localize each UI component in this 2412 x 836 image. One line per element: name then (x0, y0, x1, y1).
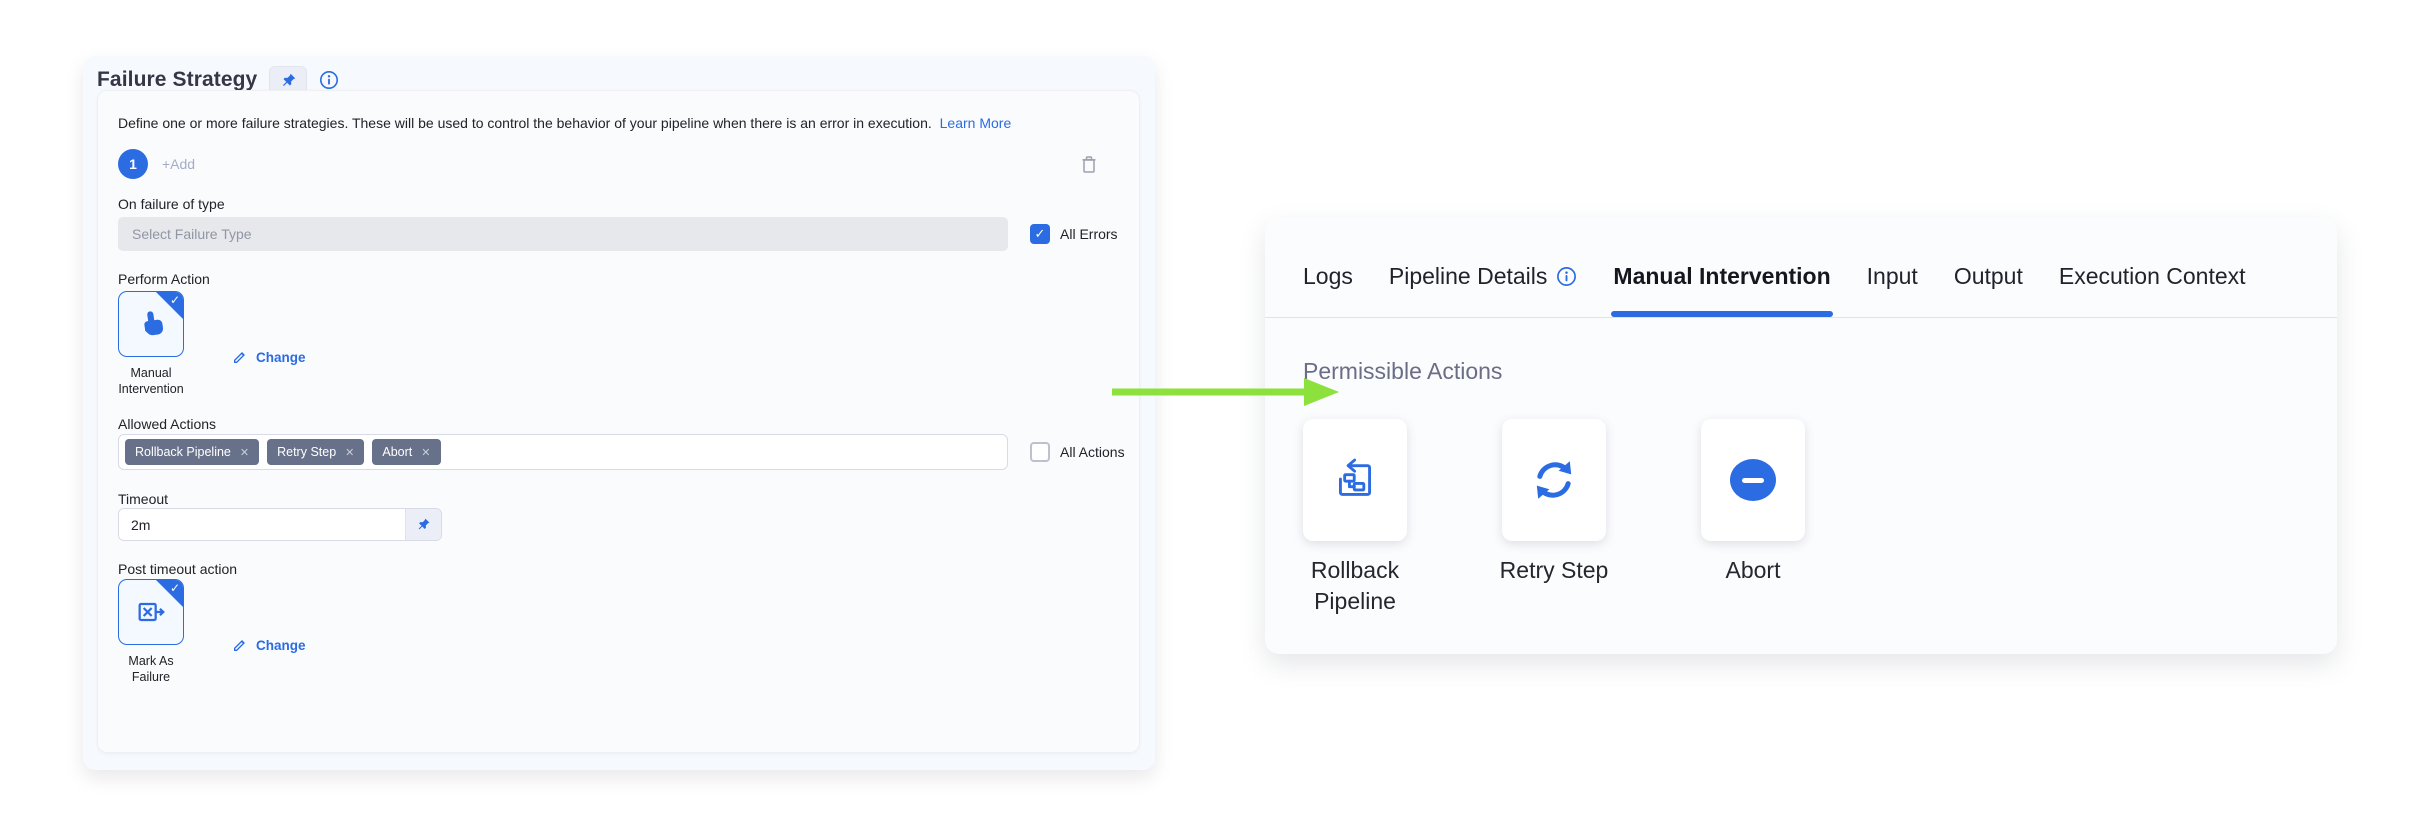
manual-intervention-content: Permissible Actions Rollback Pipeline (1265, 318, 2337, 617)
retry-step-button[interactable] (1502, 419, 1606, 541)
selected-check-icon: ✓ (169, 581, 180, 595)
failure-type-select[interactable] (118, 217, 1008, 251)
change-perform-action-link[interactable]: Change (232, 317, 306, 397)
remove-tag-icon[interactable]: ✕ (421, 446, 431, 459)
all-errors-label: All Errors (1060, 226, 1118, 242)
pushpin-icon (282, 73, 296, 86)
learn-more-link[interactable]: Learn More (939, 115, 1012, 131)
action-retry-step: Retry Step (1500, 419, 1608, 617)
failure-strategy-card: Define one or more failure strategies. T… (97, 90, 1140, 753)
tab-input[interactable]: Input (1866, 263, 1918, 289)
timeout-pin-button[interactable] (405, 509, 441, 540)
abort-icon (1730, 459, 1776, 501)
retry-icon (1536, 461, 1572, 499)
post-timeout-action-label: Post timeout action (118, 561, 238, 577)
failure-strategy-panel: Failure Strategy Define one or more fail… (83, 56, 1155, 770)
strategy-description: Define one or more failure strategies. T… (118, 115, 1012, 131)
pushpin-icon (418, 518, 430, 530)
abort-button[interactable] (1701, 419, 1805, 541)
mark-as-failure-thumbnail[interactable]: ✓ (118, 579, 184, 645)
timeout-label: Timeout (118, 491, 169, 507)
tab-pipeline-details[interactable]: Pipeline Details (1389, 263, 1578, 317)
manual-intervention-thumbnail[interactable]: ✓ (118, 291, 184, 357)
rollback-pipeline-button[interactable] (1303, 419, 1407, 541)
rollback-pipeline-icon (1338, 458, 1372, 496)
strategy-number-badge[interactable]: 1 (118, 149, 148, 179)
all-actions-checkbox[interactable]: ✓ (1030, 442, 1050, 462)
action-abort: Abort (1701, 419, 1805, 617)
tag-abort: Abort ✕ (372, 439, 441, 465)
remove-tag-icon[interactable]: ✕ (345, 446, 355, 459)
tab-execution-context[interactable]: Execution Context (2058, 263, 2246, 289)
tab-bar: Logs Pipeline Details Manual Interventio… (1265, 218, 2337, 318)
green-arrow (1112, 378, 1339, 406)
action-label: Retry Step (1499, 557, 1609, 583)
all-errors-checkbox[interactable]: ✓ (1030, 224, 1050, 244)
perform-action-selected-label: Manual Intervention (118, 366, 184, 396)
selected-corner-badge (156, 580, 183, 607)
strategy-tabs-row: 1 +Add (118, 149, 195, 179)
tab-output[interactable]: Output (1953, 263, 2023, 289)
selected-corner-badge (156, 292, 183, 319)
action-label: Abort (1725, 557, 1781, 583)
perform-action-label: Perform Action (118, 271, 210, 287)
add-strategy-button[interactable]: +Add (162, 156, 196, 172)
all-actions-label: All Actions (1060, 444, 1125, 460)
mark-failure-icon (138, 602, 165, 622)
tab-manual-intervention[interactable]: Manual Intervention (1611, 263, 1833, 317)
timeout-input[interactable] (119, 509, 405, 540)
selected-check-icon: ✓ (169, 293, 180, 307)
post-timeout-selected-label: Mark As Failure (128, 654, 174, 684)
permissible-actions-title: Permissible Actions (1303, 358, 1503, 384)
tag-retry-step: Retry Step ✕ (267, 439, 365, 465)
tab-logs[interactable]: Logs (1303, 263, 1353, 289)
pencil-icon (234, 640, 245, 651)
permissible-actions-row: Rollback Pipeline Retry Step (1303, 419, 2337, 617)
on-failure-type-label: On failure of type (118, 196, 225, 212)
pencil-icon (234, 352, 245, 363)
panel-title: Failure Strategy (97, 68, 258, 91)
info-icon[interactable] (319, 70, 339, 90)
allowed-actions-label: Allowed Actions (118, 416, 217, 432)
hand-tap-icon (144, 311, 164, 336)
action-label: Rollback Pipeline (1310, 557, 1400, 614)
trash-icon[interactable] (1079, 153, 1099, 180)
change-post-timeout-link[interactable]: Change (232, 605, 306, 685)
action-rollback-pipeline: Rollback Pipeline (1303, 419, 1407, 617)
tag-rollback-pipeline: Rollback Pipeline ✕ (125, 439, 260, 465)
remove-tag-icon[interactable]: ✕ (239, 446, 250, 459)
allowed-actions-input[interactable]: Rollback Pipeline ✕ Retry Step ✕ Abort ✕ (118, 434, 1008, 470)
info-icon (1557, 267, 1577, 286)
step-details-panel: Logs Pipeline Details Manual Interventio… (1265, 218, 2337, 654)
